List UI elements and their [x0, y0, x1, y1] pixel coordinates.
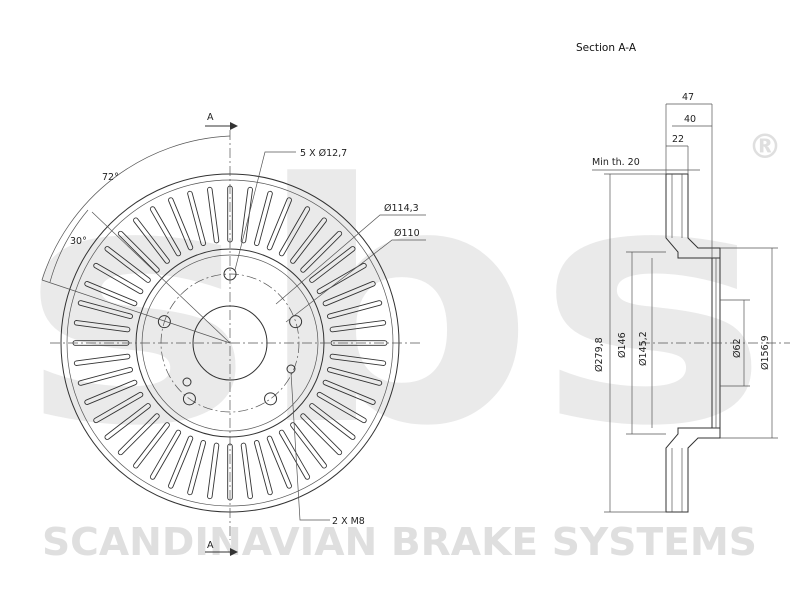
vent-slot — [133, 422, 170, 469]
bolt-hole — [157, 315, 171, 329]
section-title: Section A-A — [576, 42, 637, 54]
vent-slot — [322, 379, 376, 405]
vent-slot — [73, 320, 131, 333]
section-marker-bottom-label: A — [207, 540, 214, 551]
center-bore-ring-label: Ø110 — [394, 228, 420, 239]
section-profile-lower — [665, 427, 721, 513]
vent-slot — [84, 379, 138, 405]
vent-slot — [240, 442, 253, 500]
vent-slot — [253, 440, 273, 496]
section-marker-top: A — [205, 112, 238, 130]
bolt-holes — [157, 267, 303, 406]
angle-72-label: 72° — [102, 172, 119, 183]
vent-slot — [104, 403, 151, 440]
section-marker-top-label: A — [207, 112, 214, 123]
vent-slot — [290, 422, 327, 469]
vent-slot — [300, 230, 343, 273]
vent-slot — [168, 435, 194, 489]
vent-slot — [266, 197, 292, 251]
pcd-label: Ø114,3 — [384, 203, 419, 214]
watermark-logo: sbs ® SCANDINAVIAN BRAKE SYSTEMS — [20, 114, 782, 564]
section-profile-upper — [665, 173, 721, 259]
vent-slot — [84, 281, 138, 307]
dim-47-label: 47 — [682, 92, 694, 103]
vent-slot — [149, 429, 182, 480]
vent-slot — [278, 429, 311, 480]
vent-slot — [266, 435, 292, 489]
vent-slot — [93, 391, 144, 424]
vent-slot — [309, 246, 356, 283]
dim-40-label: 40 — [684, 114, 696, 125]
angle-30-arc — [49, 209, 89, 283]
vent-slot — [149, 206, 182, 257]
vent-slot — [300, 413, 343, 456]
angle-72-arc — [41, 135, 231, 281]
vent-slot — [117, 413, 160, 456]
watermark-brand-text: SCANDINAVIAN BRAKE SYSTEMS — [42, 520, 757, 564]
vent-slot — [278, 206, 311, 257]
bolt-holes-label: 5 X Ø12,7 — [300, 148, 347, 159]
vent-slot — [253, 190, 273, 246]
vent-slot — [316, 262, 367, 295]
vent-slot — [93, 262, 144, 295]
vent-slot — [290, 217, 327, 264]
min-thickness-label: Min th. 20 — [592, 157, 640, 168]
dia-146-label: Ø146 — [617, 332, 628, 358]
angle-30-label: 30° — [70, 236, 87, 247]
bolt-hole — [182, 392, 196, 406]
vent-slot — [327, 366, 383, 386]
vent-slot — [207, 186, 220, 244]
vent-slot — [322, 281, 376, 307]
vent-slot — [133, 217, 170, 264]
vent-slot — [207, 442, 220, 500]
bolt-hole — [289, 315, 303, 329]
bolt-hole — [264, 392, 278, 406]
dim-22-label: 22 — [672, 134, 684, 145]
vent-slot — [168, 197, 194, 251]
vent-slot — [187, 440, 207, 496]
disc-front-view: A A 72° 30° 5 X Ø12,7 Ø114,3 Ø110 2 X M8 — [41, 112, 426, 556]
dia-145-label: Ø145,2 — [638, 331, 649, 366]
section-view: Section A-A 47 40 22 Min th. 20 Ø279,8 Ø… — [576, 42, 790, 513]
threaded-holes-label: 2 X M8 — [332, 516, 365, 527]
threaded-hole — [182, 377, 192, 387]
dia-62-label: Ø62 — [732, 338, 743, 358]
vent-slot — [77, 300, 133, 320]
dia-156-label: Ø156,9 — [760, 335, 771, 370]
vent-slot — [309, 403, 356, 440]
section-marker-bottom: A — [205, 540, 238, 556]
vent-slot — [104, 246, 151, 283]
vent-slot — [327, 300, 383, 320]
vent-slot — [329, 320, 387, 333]
vent-slot — [187, 190, 207, 246]
vent-slot — [77, 366, 133, 386]
vent-slot — [316, 391, 367, 424]
dia-279-label: Ø279,8 — [594, 337, 605, 372]
watermark-registered-mark: ® — [748, 127, 782, 167]
vent-slot — [73, 353, 131, 366]
vent-slot — [329, 353, 387, 366]
vent-slot — [117, 230, 160, 273]
